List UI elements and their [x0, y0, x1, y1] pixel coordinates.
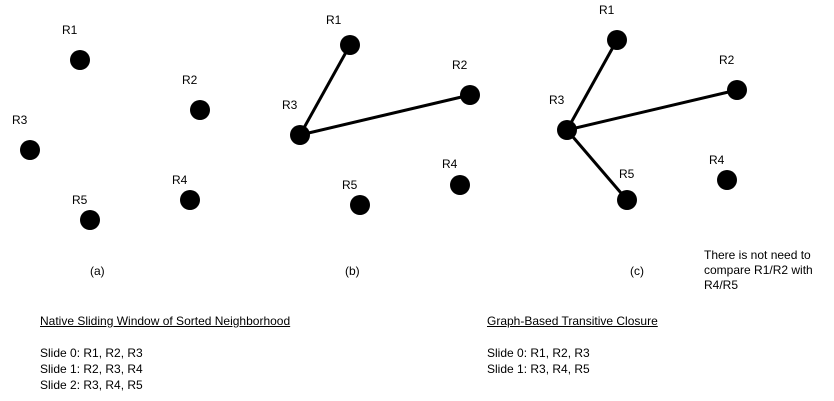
- node-label-r4: R4: [709, 153, 725, 167]
- edge-r3-r1: [298, 44, 352, 136]
- node-label-r1: R1: [326, 13, 342, 27]
- transitive-closure-heading: Graph-Based Transitive Closure: [487, 314, 658, 328]
- node-label-r2: R2: [452, 58, 468, 72]
- sliding-window-heading: Native Sliding Window of Sorted Neighbor…: [40, 314, 291, 328]
- transitive-closure-line: Slide 0: R1, R2, R3: [487, 346, 590, 360]
- node-r1: [70, 50, 90, 70]
- node-r3: [290, 125, 310, 145]
- node-r4: [180, 190, 200, 210]
- panel-a-caption: (a): [90, 264, 105, 278]
- edge-r3-r2: [299, 93, 471, 137]
- node-r1: [340, 35, 360, 55]
- node-r5: [617, 190, 637, 210]
- node-label-r2: R2: [182, 73, 198, 87]
- node-label-r4: R4: [442, 157, 458, 171]
- sliding-window-line: Slide 0: R1, R2, R3: [40, 346, 143, 360]
- node-label-r4: R4: [172, 173, 188, 187]
- node-label-r1: R1: [62, 23, 78, 37]
- node-r2: [727, 80, 747, 100]
- edge-r3-r5: [565, 129, 629, 201]
- node-label-r5: R5: [72, 193, 88, 207]
- node-label-r5: R5: [342, 178, 358, 192]
- sliding-window-line: Slide 1: R2, R3, R4: [40, 362, 143, 376]
- node-label-r3: R3: [282, 98, 298, 112]
- node-r4: [450, 175, 470, 195]
- node-label-r5: R5: [619, 167, 635, 181]
- node-r1: [607, 30, 627, 50]
- node-label-r3: R3: [549, 93, 565, 107]
- edge-r3-r2: [566, 88, 738, 132]
- node-r3: [557, 120, 577, 140]
- node-r5: [80, 210, 100, 230]
- node-label-r1: R1: [599, 3, 615, 17]
- node-r2: [460, 85, 480, 105]
- node-r4: [717, 170, 737, 190]
- transitive-closure-line: Slide 1: R3, R4, R5: [487, 362, 590, 376]
- node-r2: [190, 100, 210, 120]
- panel-b-caption: (b): [345, 264, 360, 278]
- node-r5: [350, 195, 370, 215]
- panel-c-caption: (c): [630, 264, 644, 278]
- edge-r3-r1: [565, 39, 619, 131]
- side-note: There is not need to compare R1/R2 with …: [704, 248, 813, 292]
- node-label-r3: R3: [12, 113, 28, 127]
- node-label-r2: R2: [719, 53, 735, 67]
- sliding-window-line: Slide 2: R3, R4, R5: [40, 378, 143, 392]
- node-r3: [20, 140, 40, 160]
